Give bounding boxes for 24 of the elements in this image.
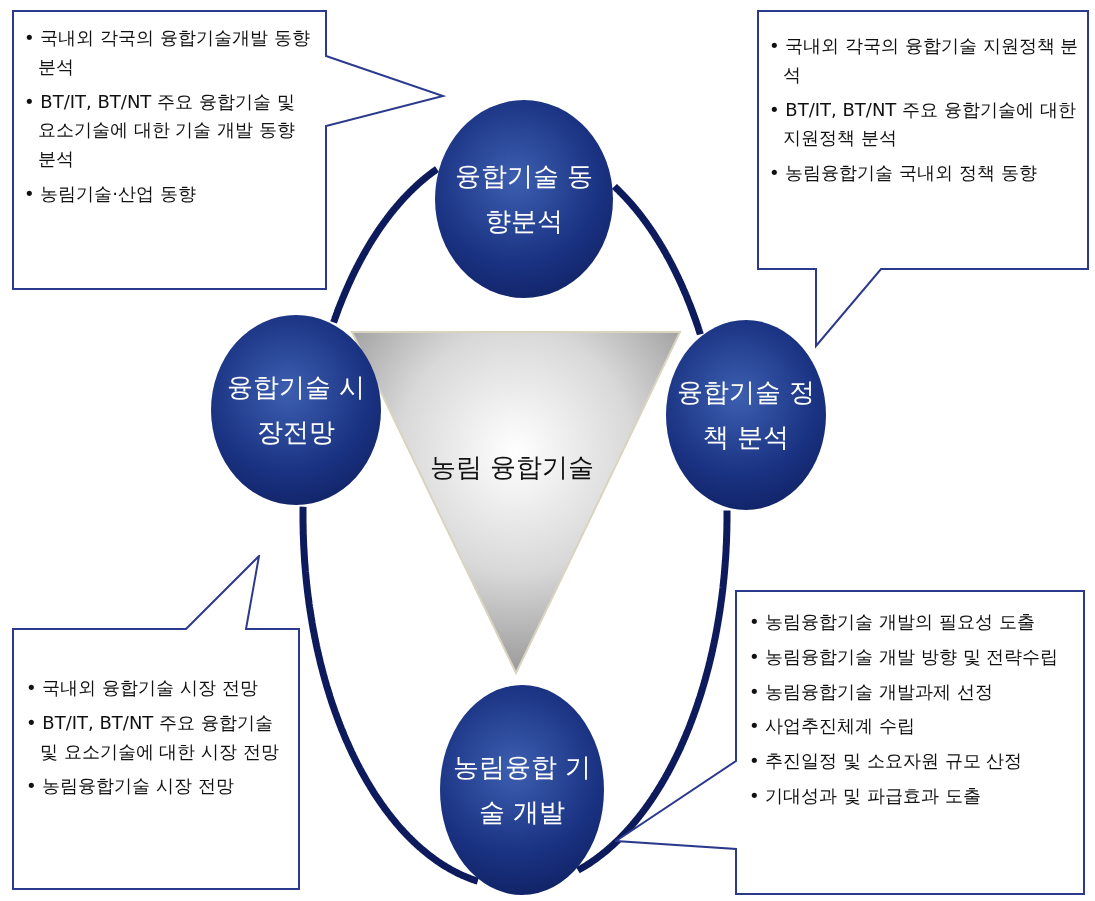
bullet-item: • BT/IT, BT/NT 주요 융합기술 및 요소기술에 대한 기술 개발 동향 분석 bbox=[24, 89, 296, 172]
ring-arc bbox=[299, 505, 481, 885]
stage-title: 융합기술 정책 분석 bbox=[676, 375, 816, 454]
bullet-item: • 농림융합기술 개발의 필요성 도출 bbox=[749, 610, 1036, 634]
bullet-item: • 국내외 각국의 융합기술개발 동향 분석 bbox=[24, 26, 311, 79]
bullet-item: • 농림융합기술 시장 전망 bbox=[26, 774, 235, 799]
bullet-item: • 추진일정 및 소요자원 규모 산정 bbox=[749, 749, 1024, 774]
bullet-item: • 기대성과 및 파급효과 도출 bbox=[749, 784, 982, 808]
bullet-item: • 농림기술·산업 동향 bbox=[24, 182, 197, 206]
bullet-item: • 사업추진체계 수립 bbox=[749, 714, 917, 739]
stage-title: 농림융합 기술 개발 bbox=[451, 750, 593, 829]
bullet-item: • BT/IT, BT/NT 주요 융합기술에 대한 지원정책 분석 bbox=[769, 97, 1077, 151]
bullet-item: • 농림융합기술 개발 방향 및 전략수립 bbox=[749, 644, 1060, 669]
ring-arc bbox=[330, 166, 440, 325]
bullet-item: • BT/IT, BT/NT 주요 융합기술 및 요소기술에 대한 시장 전망 bbox=[26, 710, 280, 764]
bullet-item: • 국내외 융합기술 시장 전망 bbox=[26, 676, 259, 700]
center-title: 농림 융합기술 bbox=[430, 451, 595, 484]
stage-title: 융합기술 시장전망 bbox=[225, 370, 367, 449]
stage-title: 융합기술 동향분석 bbox=[453, 159, 595, 238]
bullet-item: • 농림융합기술 국내외 정책 동향 bbox=[769, 161, 1038, 186]
bullet-item: • 국내외 각국의 융합기술 지원정책 분석 bbox=[769, 34, 1079, 87]
ring-arc bbox=[611, 183, 704, 337]
ring-arc bbox=[575, 508, 731, 874]
bullet-item: • 농림융합기술 개발과제 선정 bbox=[749, 679, 994, 704]
